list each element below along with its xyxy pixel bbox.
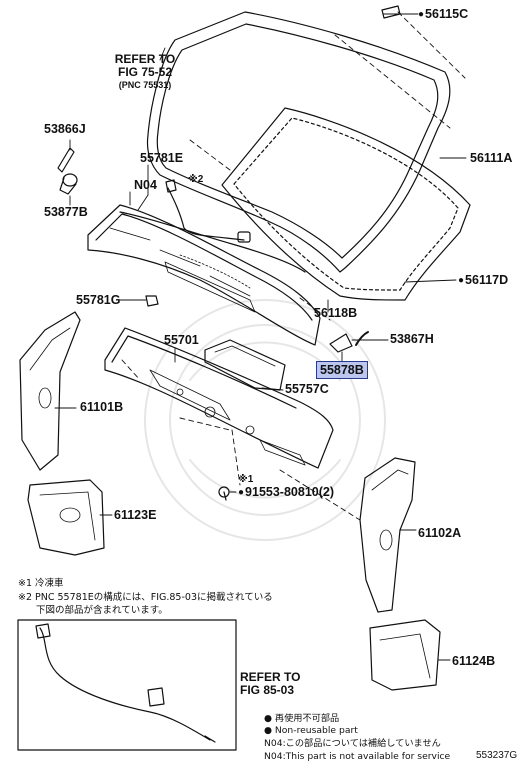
legend-line-3: N04:この部品については補給していません: [264, 738, 441, 749]
clip-56115c: [381, 5, 401, 19]
label-55781e: 55781E: [140, 151, 184, 165]
label-55781g: 55781G: [76, 293, 121, 307]
inset-hose: [35, 623, 216, 743]
label-55878b-highlighted[interactable]: 55878B: [316, 361, 368, 379]
label-61102a: 61102A: [418, 526, 462, 540]
mark-note-2: ※2: [188, 174, 204, 185]
label-61123e: 61123E: [114, 508, 157, 522]
windshield-glass: [221, 107, 471, 301]
leader-lines: [54, 13, 467, 661]
windshield-molding: [146, 11, 451, 273]
label-53866j: 53866J: [44, 122, 86, 136]
legend-line-2: ● Non-reusable part: [264, 725, 358, 736]
label-55757c: 55757C: [285, 382, 329, 396]
side-panel-left: [19, 311, 81, 471]
refer-bottom-line-1: REFER TO: [240, 670, 301, 684]
label-55701: 55701: [164, 333, 199, 347]
label-56111a: 56111A: [470, 151, 513, 165]
note-1: ※1 冷凍車: [18, 578, 64, 589]
washer-hose: [119, 179, 306, 273]
label-56117d: 56117D: [458, 273, 508, 289]
label-53877b: 53877B: [44, 205, 88, 219]
label-91553-80810: 91553-80810(2): [238, 485, 334, 501]
inset-box: [17, 619, 237, 751]
refer-line-1: REFER TO: [114, 52, 176, 66]
part-53866j: [57, 147, 75, 173]
clip-55781g: [145, 295, 159, 307]
part-53877b: [59, 173, 78, 195]
label-61124b: 61124B: [452, 654, 496, 668]
legend-line-1: ● 再使用不可部品: [264, 713, 340, 724]
cowl-top-panel: [87, 204, 321, 346]
part-55878b: [329, 333, 353, 353]
label-n04: N04: [134, 178, 157, 192]
mark-note-1: ※1: [238, 474, 254, 485]
refer-to-fig-75-52: REFER TO FIG 75-52 (PNC 75531): [100, 53, 190, 92]
refer-to-fig-85-03: REFER TO FIG 85-03: [240, 671, 315, 697]
label-56115c: 56115C: [418, 7, 468, 23]
note-2a: ※2 PNC 55781Eの構成には、FIG.85-03に掲載されている: [18, 592, 273, 603]
dash-panel: [104, 327, 334, 469]
note-2b: 下図の部品が含まれています。: [36, 605, 168, 616]
diagram-number: 553237G: [476, 750, 518, 761]
refer-bottom-line-2: FIG 85-03: [240, 683, 295, 697]
legend-line-4: N04:This part is not available for servi…: [264, 751, 451, 762]
bracket-61124b: [369, 619, 441, 691]
side-panel-right: [359, 457, 416, 613]
label-56118b: 56118B: [314, 306, 358, 320]
label-61101b: 61101B: [80, 400, 124, 414]
refer-pnc: (PNC 75531): [118, 80, 172, 90]
part-53867h: [355, 331, 369, 346]
refer-line-2: FIG 75-52: [117, 65, 173, 79]
label-53867h: 53867H: [390, 332, 434, 346]
bracket-61123e: [27, 479, 105, 556]
bolt-91553: [218, 486, 230, 501]
